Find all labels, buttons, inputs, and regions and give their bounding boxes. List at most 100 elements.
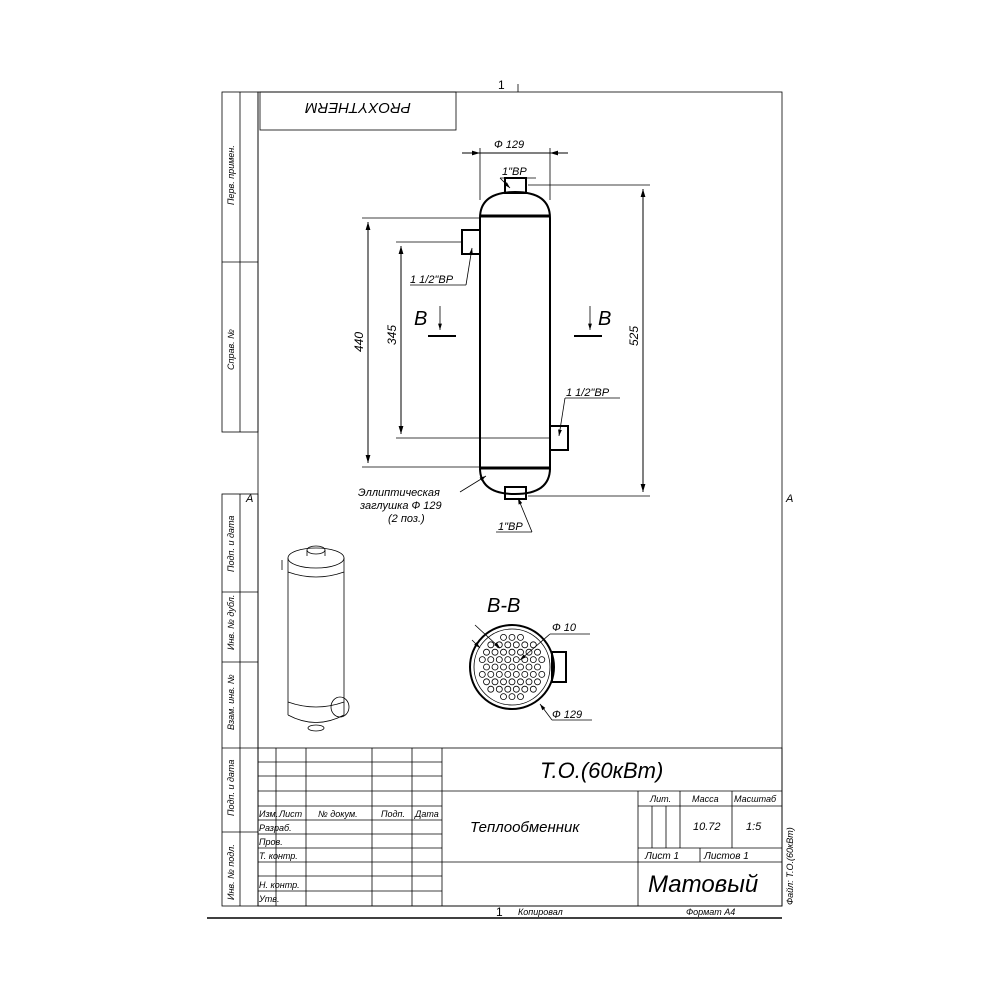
tube-hole (504, 656, 512, 663)
tube-hole (534, 663, 541, 671)
strip-label-podp-data-2: Подп. и дата (226, 760, 236, 816)
tube-hole (517, 693, 524, 700)
cap-note-line1: Эллиптическая (358, 487, 440, 499)
cap-note-line3: (2 поз.) (388, 513, 425, 525)
role-t-kontr: Т. контр. (259, 851, 298, 861)
section-view-title: В-В (487, 595, 520, 617)
section-marker-left (428, 306, 456, 337)
file-label: Файл: Т.О.(60кВт) (785, 827, 795, 905)
side-nozzle-upper (461, 229, 481, 255)
dimension-525-label: 525 (627, 326, 641, 346)
sheet-label: Лист 1 (644, 851, 679, 862)
tube-hole (508, 648, 516, 656)
bottom-port-label: 1"ВР (498, 521, 523, 533)
strip-label-vzam-inv: Взам. инв. № (226, 674, 236, 730)
top-diameter-dimension (462, 148, 568, 200)
top-nozzle (504, 177, 527, 194)
top-diameter-label: Ф 129 (494, 139, 524, 151)
tube-hole (529, 671, 537, 678)
tube-hole (529, 685, 537, 693)
section-shell-leader (471, 639, 592, 721)
strip-label-inv-dubl: Инв. № дубл. (226, 595, 236, 650)
cap-note-line2: заглушка Ф 129 (359, 500, 442, 512)
tube-hole (534, 648, 541, 656)
tube-hole (487, 641, 495, 649)
dimension-440-label: 440 (352, 332, 366, 352)
tube-hole (500, 693, 507, 700)
tube-hole (504, 685, 512, 693)
tube-hole (525, 663, 533, 671)
col-header-list: Лист (278, 809, 303, 819)
tube-hole (521, 641, 529, 649)
col-header-izm: Изм. (259, 809, 278, 819)
vessel-body (479, 190, 551, 496)
top-port-label: 1"ВР (502, 166, 527, 178)
sheet-frame (207, 84, 783, 919)
tube-hole (508, 678, 516, 686)
dimension-440 (362, 217, 480, 468)
dimension-345-label: 345 (385, 325, 399, 345)
strip-label-podp-data-1: Подп. и дата (226, 516, 236, 572)
tube-hole (508, 693, 516, 700)
strip-label-inv-podl: Инв. № подл. (226, 844, 236, 900)
tube-hole (495, 656, 503, 663)
tube-hole (478, 671, 486, 678)
top-port-leader (499, 177, 536, 189)
tube-hole-grid (478, 634, 546, 700)
tube-hole (508, 663, 516, 671)
tube-hole (517, 648, 524, 656)
section-marker-right (574, 306, 602, 337)
col-header-doc-no: № докум. (318, 809, 358, 819)
lower-side-port-label: 1 1/2"ВР (566, 387, 610, 399)
section-marker-left-letter: В (414, 308, 427, 330)
tube-hole (487, 685, 495, 693)
tube-hole (483, 678, 490, 686)
tube-hole (487, 656, 495, 663)
lower-side-port-leader (558, 397, 620, 437)
tube-hole (538, 656, 546, 663)
cap-note-leader (459, 475, 487, 493)
tube-hole (504, 641, 512, 649)
section-view (469, 624, 567, 710)
scale-value: 1:5 (746, 821, 762, 833)
section-tube-diameter-label: Ф 10 (552, 622, 577, 634)
tube-hole (517, 634, 524, 641)
tube-hole (500, 634, 507, 641)
title-designation: Т.О.(60кВт) (540, 758, 663, 783)
title-material: Матовый (648, 871, 758, 898)
role-utv: Утв. (258, 894, 279, 904)
tube-hole (495, 671, 503, 678)
strip-label-perv-primen: Перв. примен. (226, 145, 236, 205)
tube-hole (529, 641, 537, 649)
zone-letter-left: А (245, 493, 253, 505)
tube-hole (517, 678, 524, 686)
brand-stamp-box (259, 91, 457, 131)
col-header-podp: Подп. (381, 809, 405, 819)
section-marker-right-letter: В (598, 308, 611, 330)
role-n-kontr: Н. контр. (259, 880, 300, 890)
brand-stamp: PROXYTHERM (305, 99, 411, 116)
tube-hole (487, 671, 495, 678)
section-tube-leader (474, 624, 590, 661)
tube-hole (495, 685, 503, 693)
tube-hole (525, 678, 533, 686)
upper-side-port-leader (410, 247, 473, 286)
side-nozzle-lower (549, 425, 569, 451)
upper-side-port-label: 1 1/2"ВР (410, 274, 454, 286)
mass-label: Масса (692, 794, 719, 804)
col-header-data: Дата (414, 809, 439, 819)
tube-hole (517, 663, 524, 671)
tube-hole (500, 648, 507, 656)
tube-hole (491, 663, 499, 671)
left-side-strip (221, 91, 259, 907)
tube-hole (525, 648, 533, 656)
tube-hole (504, 671, 512, 678)
tube-hole (538, 671, 546, 678)
tube-hole (512, 641, 520, 649)
tube-hole (529, 656, 537, 663)
tube-hole (491, 678, 499, 686)
mass-value: 10.72 (693, 821, 721, 833)
strip-label-sprav-no: Справ. № (226, 329, 236, 370)
bottom-nozzle (504, 486, 527, 500)
role-prov: Пров. (259, 837, 283, 847)
